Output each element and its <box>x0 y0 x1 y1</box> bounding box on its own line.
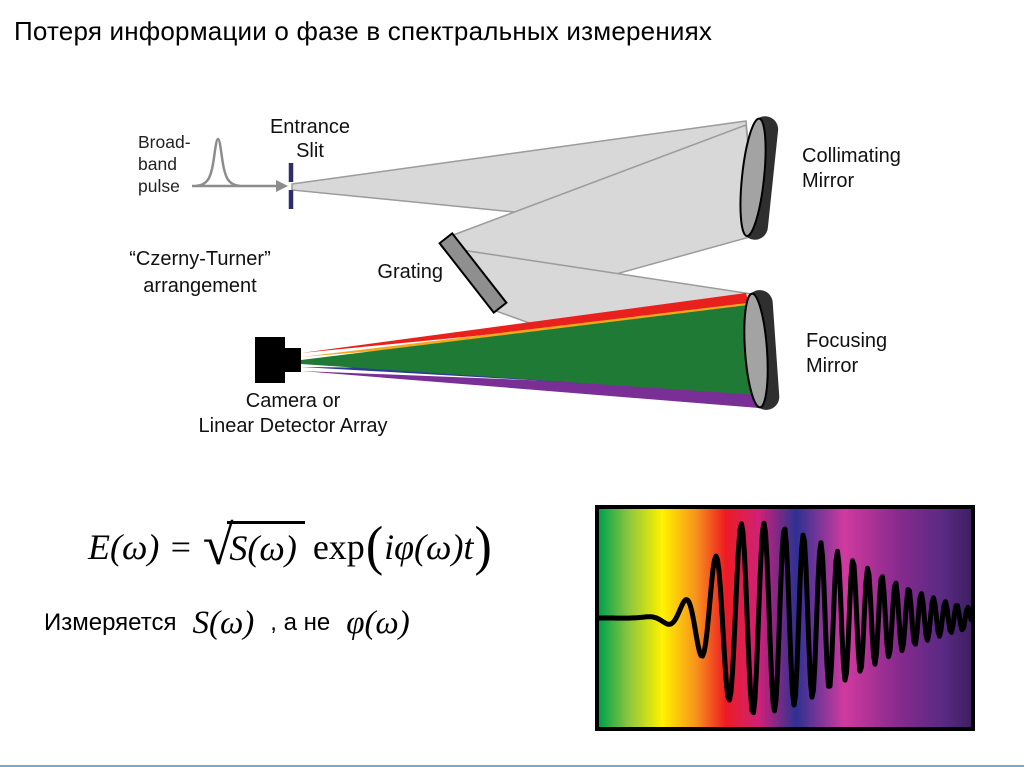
measured-note: Измеряется S(ω) , а не φ(ω) <box>44 598 426 648</box>
input-arrow-head <box>276 180 288 192</box>
input-pulse-curve <box>195 137 241 188</box>
measured-prefix: Измеряется <box>44 609 177 636</box>
broadband-label-line1: Broad- <box>138 132 191 152</box>
czerny-turner-label-line2: arrangement <box>143 275 257 297</box>
czerny-turner-label-line1: “Czerny-Turner” <box>129 248 271 270</box>
formula-open-paren: ( <box>365 516 384 577</box>
measured-phi-term: φ(ω) <box>346 604 410 641</box>
entrance-slit-label-line1: Entrance <box>270 116 350 138</box>
formula-lhs: E(ω) = <box>88 527 193 567</box>
camera-body <box>255 337 285 383</box>
measured-middle: , а не <box>270 609 331 636</box>
spectral-field-formula: E(ω) = √ S(ω) exp ( iφ(ω)t ) <box>88 518 493 576</box>
focusing-mirror-label-line1: Focusing <box>806 330 887 352</box>
slide-title: Потеря информации о фазе в спектральных … <box>14 16 713 46</box>
formula-exp-argument: iφ(ω)t <box>384 527 474 567</box>
broadband-label-line2: band <box>138 154 177 174</box>
dispersed-beam-purple <box>301 371 759 408</box>
focusing-mirror-face <box>743 292 769 409</box>
collimating-mirror-face <box>739 117 767 237</box>
focusing-mirror <box>743 290 780 410</box>
dispersed-beam-green <box>301 305 758 395</box>
camera-label-line1: Camera or <box>246 390 341 412</box>
chirped-waveform <box>599 520 971 716</box>
dispersed-beam-red <box>301 293 750 353</box>
broadband-label-line3: pulse <box>138 176 180 196</box>
camera-label-line2: Linear Detector Array <box>199 415 388 437</box>
focusing-mirror-label-line2: Mirror <box>806 355 859 377</box>
radical-body: S(ω) <box>227 521 305 569</box>
collimating-mirror-label-line2: Mirror <box>802 170 855 192</box>
grating <box>438 231 508 315</box>
spectrum-panel <box>595 505 975 731</box>
formula-radical: √ S(ω) <box>202 515 305 578</box>
formula-close-paren: ) <box>474 516 492 577</box>
dispersed-beam-yellow <box>301 303 751 357</box>
waveform-svg <box>599 520 971 716</box>
camera-lens <box>285 348 301 372</box>
measured-s-term: S(ω) <box>192 604 255 641</box>
formula-exp: exp <box>312 527 365 567</box>
entrance-slit-label-line2: Slit <box>296 140 324 162</box>
spectrometer-diagram: Broad- band pulse Entrance Slit Collimat… <box>129 116 901 437</box>
radical-sign: √ <box>202 515 234 578</box>
collimating-mirror <box>739 116 779 240</box>
grating-label: Grating <box>377 261 443 283</box>
slide-bottom-border <box>0 765 1024 767</box>
collimating-mirror-label-line1: Collimating <box>802 145 901 167</box>
